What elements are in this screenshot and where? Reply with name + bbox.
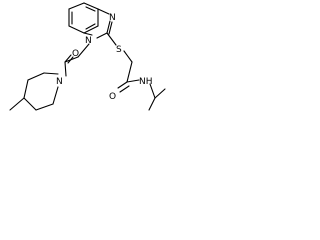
label-n-ring: N <box>85 36 92 46</box>
label-n-imidazole: N <box>109 13 116 23</box>
thioether-chain <box>106 32 133 83</box>
atom-labels: N N S O N O NH <box>56 13 153 102</box>
methyl-group <box>9 97 25 111</box>
label-o-amide: O <box>109 92 116 102</box>
molecule-structure: N N S O N O NH <box>9 2 166 111</box>
acetyl-linker <box>64 43 90 77</box>
label-n-piperidine: N <box>56 77 63 87</box>
amide-group <box>117 79 140 93</box>
label-o-ketone: O <box>72 49 79 59</box>
piperidine-ring <box>23 72 59 111</box>
label-s-thioether: S <box>116 45 122 55</box>
isopropyl-group <box>148 83 166 111</box>
benzene-ring <box>68 2 99 34</box>
label-nh-amide: NH <box>139 77 153 87</box>
imidazole-ring <box>83 8 113 39</box>
